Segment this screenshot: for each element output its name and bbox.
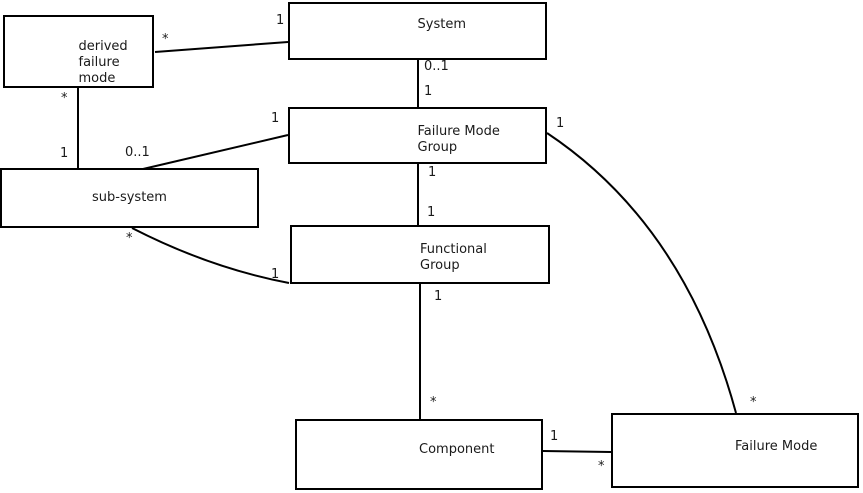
entity-system: System — [288, 2, 547, 60]
entity-label: System — [417, 16, 466, 32]
entity-label-line: Functional — [420, 241, 487, 257]
entity-label-line: Failure Mode — [417, 123, 500, 139]
entity-label: Failure Mode — [735, 438, 818, 454]
entity-label: sub-system — [92, 190, 167, 205]
entity-component: Component — [295, 419, 543, 490]
entity-label-line: Group — [417, 139, 458, 155]
entity-sub-system: sub-system — [0, 168, 259, 228]
multiplicity-fg-component-at-component: * — [430, 395, 437, 410]
multiplicity-system-fmg-at-fmg: 1 — [424, 84, 433, 99]
multiplicity-fmg-fg-at-fmg: 1 — [428, 165, 437, 180]
multiplicity-component-fm-at-failure-mode: * — [598, 459, 605, 474]
multiplicity-subsystem-fg-at-fg: 1 — [271, 267, 280, 282]
entity-label: Failure Mode Group — [418, 116, 500, 156]
entity-label: derived failure mode — [79, 17, 128, 87]
multiplicity-fg-component-at-fg: 1 — [434, 289, 443, 304]
multiplicity-derived-subsystem-at-subsystem: 1 — [60, 146, 69, 161]
multiplicity-subsystem-fg-at-subsystem: * — [126, 231, 133, 246]
entity-functional-group: Functional Group — [290, 225, 550, 284]
entity-label-line: derived — [78, 38, 128, 54]
association-component-fm-line — [542, 450, 612, 453]
multiplicity-fmg-fm-at-failure-mode: * — [750, 395, 757, 410]
multiplicity-system-fmg-at-system: 0..1 — [424, 59, 449, 74]
entity-label-line: mode — [78, 70, 116, 86]
entity-failure-mode-group: Failure Mode Group — [288, 107, 547, 164]
entity-failure-mode: Failure Mode — [611, 413, 859, 488]
multiplicity-system-derived-at-derived: * — [162, 32, 169, 47]
multiplicity-system-derived-at-system: 1 — [276, 13, 285, 28]
entity-label-line: Group — [420, 257, 460, 273]
entity-derived-failure-mode: derived failure mode — [3, 15, 154, 88]
multiplicity-fmg-fm-at-fmg: 1 — [556, 116, 565, 131]
multiplicity-fmg-subsystem-at-subsystem: 0..1 — [125, 145, 150, 160]
association-fmg-fm-line — [546, 132, 737, 414]
entity-label: Functional Group — [420, 236, 487, 274]
association-system-derived-line — [154, 41, 289, 53]
multiplicity-fmg-fg-at-fg: 1 — [427, 205, 436, 220]
entity-label-line: failure — [78, 54, 120, 70]
multiplicity-derived-subsystem-at-derived: * — [61, 91, 68, 106]
association-subsystem-fg-line — [131, 227, 290, 284]
multiplicity-fmg-subsystem-at-fmg: 1 — [271, 111, 280, 126]
association-fmg-subsystem-line — [142, 134, 289, 170]
entity-label: Component — [419, 442, 495, 457]
multiplicity-component-fm-at-component: 1 — [550, 429, 559, 444]
